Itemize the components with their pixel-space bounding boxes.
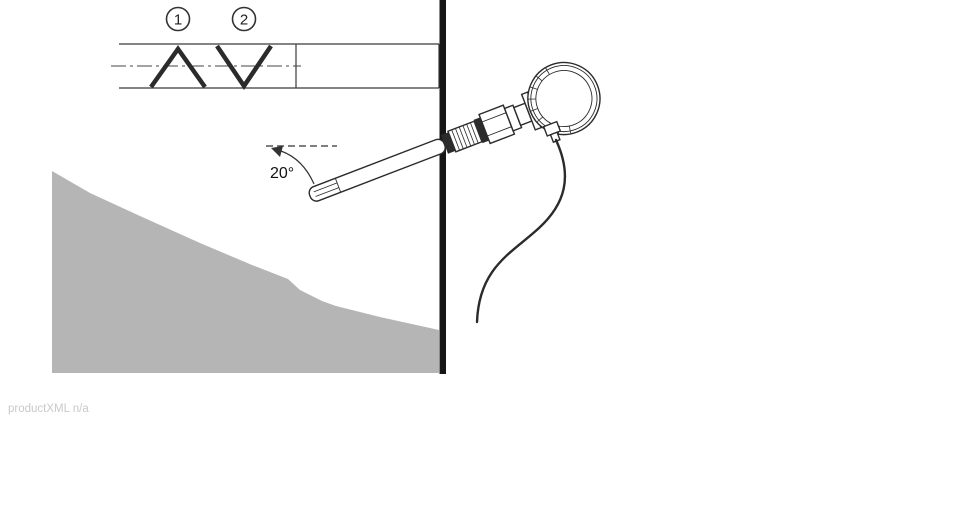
callout-2: 2 xyxy=(231,6,257,32)
angle-arrowhead xyxy=(271,146,283,157)
sensor-probe xyxy=(308,138,446,202)
sensor-weld-ring xyxy=(440,132,456,154)
callout-1-circle xyxy=(165,6,191,32)
sensor-seal-ring xyxy=(473,117,490,144)
angle-label: 20° xyxy=(270,165,294,182)
callout-2-label: 2 xyxy=(240,12,248,29)
vessel-wall xyxy=(439,0,446,374)
sensor-thread xyxy=(447,120,483,153)
callout-2-circle xyxy=(231,6,257,32)
sensor-hex-nut xyxy=(478,104,516,145)
footer-text: productXML n/a xyxy=(8,403,89,415)
fork-orientation-band xyxy=(111,43,440,91)
angle-annotation: 20° xyxy=(266,145,337,185)
sensor-cable-gland xyxy=(542,120,562,144)
sensor-cover-cap xyxy=(527,61,601,136)
callout-1: 1 xyxy=(165,6,191,32)
level-sensor xyxy=(308,61,601,202)
angle-arc xyxy=(280,150,315,185)
fork-symbol-1 xyxy=(149,45,207,89)
sensor-thread-lines xyxy=(451,122,479,151)
fork-symbol-2 xyxy=(215,44,273,91)
sensor-cable xyxy=(475,138,567,324)
bulk-material-mound xyxy=(52,171,439,373)
callout-1-label: 1 xyxy=(174,12,182,29)
